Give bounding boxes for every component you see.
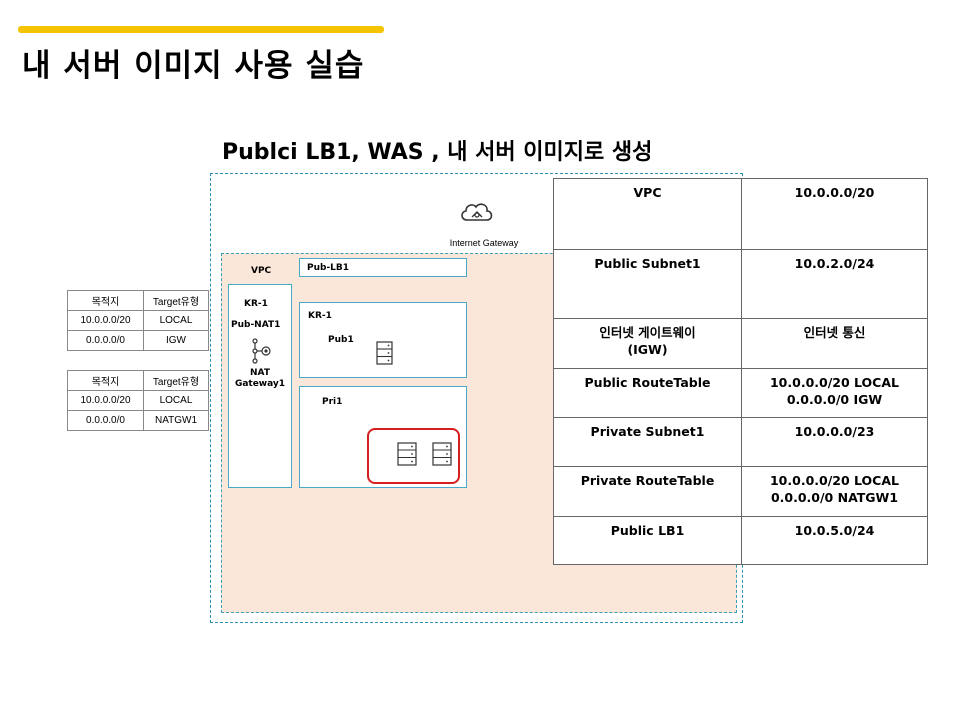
table-header-row: 목적지 Target유형	[67, 370, 209, 391]
table-cell: NATGW1	[143, 410, 209, 431]
network-info-table: VPC 10.0.0.0/20 Public Subnet1 10.0.2.0/…	[553, 178, 928, 565]
pub1-label: Pub1	[328, 335, 354, 345]
table-header-row: 목적지 Target유형	[67, 290, 209, 311]
table-row: 10.0.0.0/20 LOCAL	[67, 310, 209, 331]
table-cell: 10.0.0.0/20	[67, 310, 144, 331]
table-cell: LOCAL	[143, 390, 209, 411]
igw-label-background	[438, 232, 530, 252]
table-cell: 0.0.0.0/0	[67, 330, 144, 351]
highlight-box	[367, 428, 460, 484]
nat-gateway-icon	[252, 338, 271, 364]
info-key-cell: VPC	[553, 178, 742, 250]
private-route-table: 목적지 Target유형 10.0.0.0/20 LOCAL 0.0.0.0/0…	[67, 370, 209, 431]
cloud-icon	[461, 203, 493, 221]
nat-label-line2: Gateway1	[234, 379, 286, 389]
table-row: Private Subnet1 10.0.0.0/23	[553, 417, 928, 467]
info-key-cell: 인터넷 게이트웨이(IGW)	[553, 318, 742, 369]
table-row: Public LB1 10.0.5.0/24	[553, 516, 928, 565]
table-row: 0.0.0.0/0 IGW	[67, 330, 209, 351]
table-header-cell: 목적지	[67, 290, 144, 311]
table-row: 10.0.0.0/20 LOCAL	[67, 390, 209, 411]
nat-label-line1: NAT	[250, 368, 270, 378]
table-row: Public Subnet1 10.0.2.0/24	[553, 249, 928, 319]
info-value-cell: 10.0.0.0/23	[741, 417, 928, 467]
info-value-cell: 인터넷 통신	[741, 318, 928, 369]
info-value-cell: 10.0.2.0/24	[741, 249, 928, 319]
pub-lb1-label: Pub-LB1	[307, 263, 350, 273]
server-icon	[376, 341, 393, 365]
server-icon	[432, 442, 452, 466]
diagram-subtitle: Publci LB1, WAS , 내 서버 이미지로 생성	[222, 140, 653, 165]
pub-nat1-zone-label: KR-1	[244, 299, 268, 309]
table-cell: 10.0.0.0/20	[67, 390, 144, 411]
table-cell: LOCAL	[143, 310, 209, 331]
pub-nat1-label: Pub-NAT1	[231, 320, 281, 330]
pub1-zone-label: KR-1	[308, 311, 332, 321]
page-title: 내 서버 이미지 사용 실습	[22, 48, 365, 84]
table-cell: 0.0.0.0/0	[67, 410, 144, 431]
pub1-subnet: KR-1 Pub1	[299, 302, 467, 378]
info-key-cell: Private RouteTable	[553, 466, 742, 517]
info-key-cell: Public LB1	[553, 516, 742, 565]
internet-gateway-label: Internet Gateway	[449, 238, 519, 248]
table-row: 인터넷 게이트웨이(IGW) 인터넷 통신	[553, 318, 928, 369]
info-key-cell: Public RouteTable	[553, 368, 742, 418]
server-icon	[397, 442, 417, 466]
pri1-label: Pri1	[322, 397, 343, 407]
table-row: VPC 10.0.0.0/20	[553, 178, 928, 250]
pri1-subnet: Pri1	[299, 386, 467, 488]
table-cell: IGW	[143, 330, 209, 351]
info-value-cell: 10.0.5.0/24	[741, 516, 928, 565]
accent-bar	[18, 26, 384, 33]
public-route-table: 목적지 Target유형 10.0.0.0/20 LOCAL 0.0.0.0/0…	[67, 290, 209, 351]
info-key-cell: Private Subnet1	[553, 417, 742, 467]
vpc-label: VPC	[251, 266, 272, 276]
info-value-cell: 10.0.0.0/20	[741, 178, 928, 250]
pub-lb1-box: Pub-LB1	[299, 258, 467, 277]
table-header-cell: Target유형	[143, 370, 209, 391]
pub-nat1-subnet: KR-1 Pub-NAT1 NAT Gateway1	[228, 284, 292, 488]
table-header-cell: Target유형	[143, 290, 209, 311]
table-header-cell: 목적지	[67, 370, 144, 391]
table-row: 0.0.0.0/0 NATGW1	[67, 410, 209, 431]
info-key-cell: Public Subnet1	[553, 249, 742, 319]
